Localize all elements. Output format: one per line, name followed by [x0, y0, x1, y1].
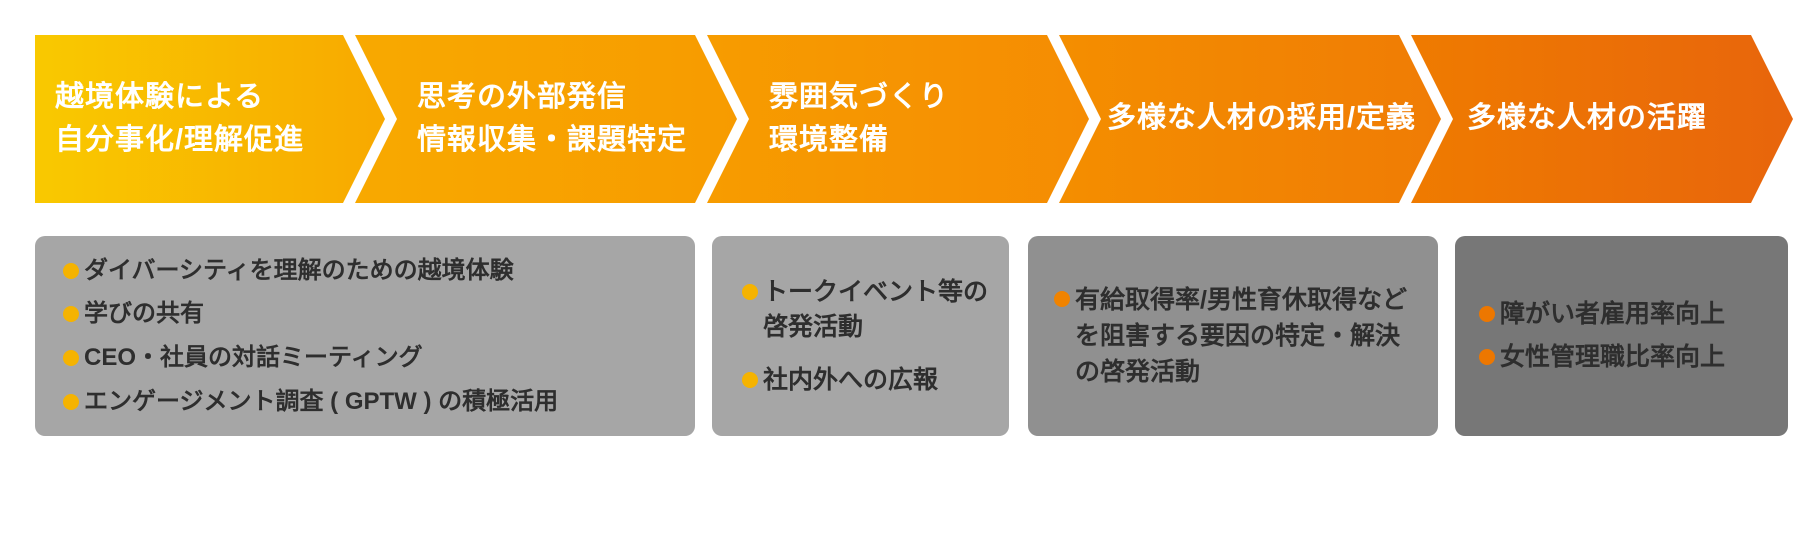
bullet-dot-icon — [63, 350, 79, 366]
detail-box-1: ダイバーシティを理解のための越境体験 学びの共有 CEO・社員の対話ミーティング… — [35, 236, 695, 436]
list-item-text: 社内外への広報 — [763, 365, 939, 394]
flow-stage-1-label-line2: 自分事化/理解促進 — [55, 124, 305, 156]
flow-stage-3-arrow: 雰囲気づくり 環境整備 — [707, 35, 1089, 203]
detail-box-2: トークイベント等の啓発活動 社内外への広報 — [712, 236, 1009, 436]
bullet-dot-icon — [1054, 290, 1070, 307]
list-item: ダイバーシティを理解のための越境体験 — [63, 254, 673, 288]
list-item-text: 障がい者雇用率向上 — [1500, 300, 1726, 328]
flow-stage-3-label-line1: 雰囲気づくり — [769, 80, 950, 113]
flow-stage-5-label-line1: 多様な人材の活躍 — [1467, 102, 1708, 135]
flow-stage-2-arrow: 思考の外部発信 情報収集・課題特定 — [355, 35, 737, 203]
flow-stage-1-arrow: 越境体験による 自分事化/理解促進 — [35, 35, 385, 203]
list-item: 社内外への広報 — [742, 363, 993, 398]
list-item-text: ダイバーシティを理解のための越境体験 — [84, 256, 514, 284]
bullet-dot-icon — [63, 393, 79, 410]
flow-stage-4-arrow: 多様な人材の採用/定義 — [1059, 35, 1441, 203]
list-item-text: エンゲージメント調査 ( GPTW ) の積極活用 — [84, 387, 559, 415]
list-item-text: 学びの共有 — [84, 300, 204, 328]
list-item-text: CEO・社員の対話ミーティング — [84, 344, 423, 371]
bullet-dot-icon — [1479, 306, 1495, 322]
list-item: CEO・社員の対話ミーティング — [63, 341, 673, 375]
list-item: エンゲージメント調査 ( GPTW ) の積極活用 — [63, 385, 673, 419]
flow-stage-4-label-line1: 多様な人材の採用/定義 — [1107, 102, 1417, 135]
list-item: 障がい者雇用率向上 — [1479, 297, 1774, 332]
bullet-dot-icon — [1479, 349, 1495, 365]
bullet-dot-icon — [742, 283, 758, 300]
flow-stage-2-label-line1: 思考の外部発信 — [417, 80, 628, 113]
detail-box-4: 障がい者雇用率向上 女性管理職比率向上 — [1455, 236, 1788, 436]
list-item: 有給取得率/男性育休取得などを阻害する要因の特定・解決の啓発活動 — [1054, 282, 1418, 391]
flow-stage-2-label-line2: 情報収集・課題特定 — [417, 124, 688, 156]
list-item: トークイベント等の啓発活動 — [742, 275, 993, 345]
list-item: 女性管理職比率向上 — [1479, 340, 1774, 375]
list-item: 学びの共有 — [63, 297, 673, 331]
list-item-text: 女性管理職比率向上 — [1500, 343, 1726, 371]
flow-stage-3-label-line2: 環境整備 — [769, 124, 890, 156]
list-item-text: トークイベント等の啓発活動 — [763, 277, 989, 341]
bullet-dot-icon — [63, 262, 79, 279]
flow-stage-5-arrow: 多様な人材の活躍 — [1411, 35, 1793, 203]
list-item-text: 有給取得率/男性育休取得などを阻害する要因の特定・解決の啓発活動 — [1075, 285, 1407, 387]
detail-box-3: 有給取得率/男性育休取得などを阻害する要因の特定・解決の啓発活動 — [1028, 236, 1438, 436]
bullet-dot-icon — [742, 371, 758, 388]
flow-stage-1-label-line1: 越境体験による — [55, 80, 265, 113]
bullet-dot-icon — [63, 306, 79, 323]
